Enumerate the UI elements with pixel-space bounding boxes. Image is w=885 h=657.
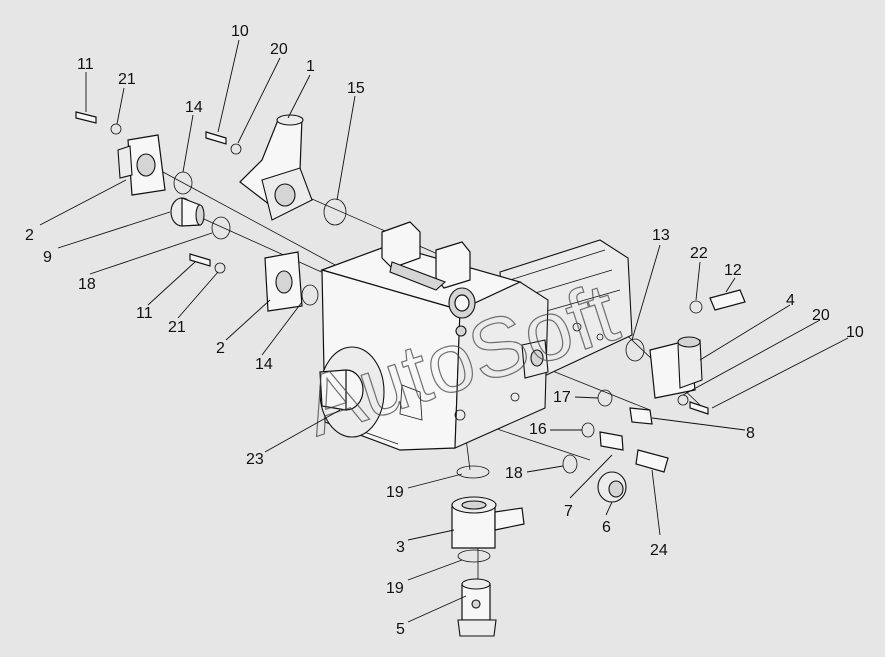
part-3-tee xyxy=(451,496,525,549)
callout-16: 16 xyxy=(529,421,547,438)
callout-2: 2 xyxy=(25,227,34,244)
callout-21: 21 xyxy=(118,71,136,88)
callout-23: 23 xyxy=(246,451,264,468)
callout-7: 7 xyxy=(564,503,573,520)
part-4-elbow xyxy=(649,336,703,399)
part-1-elbow-pipe xyxy=(239,114,313,221)
callout-1: 1 xyxy=(306,58,315,75)
callout-14: 14 xyxy=(185,99,203,116)
callout-6: 6 xyxy=(602,519,611,536)
callout-20: 20 xyxy=(270,41,288,58)
callout-20: 20 xyxy=(812,307,830,324)
part-2-flange-lower xyxy=(264,251,303,312)
part-2-flange-upper xyxy=(117,134,166,196)
callout-12: 12 xyxy=(724,262,742,279)
callout-10: 10 xyxy=(231,23,249,40)
leader-lines xyxy=(39,39,849,623)
callout-5: 5 xyxy=(396,621,405,638)
callout-11: 11 xyxy=(136,305,153,322)
callout-2: 2 xyxy=(216,340,225,357)
callout-19: 19 xyxy=(386,580,404,597)
part-5-bushing xyxy=(457,578,497,637)
callout-9: 9 xyxy=(43,249,52,266)
bolts-and-washers xyxy=(75,111,746,415)
callout-18: 18 xyxy=(505,465,523,482)
callout-3: 3 xyxy=(396,539,405,556)
callout-labels: 11 21 10 20 1 15 14 2 9 18 11 21 2 14 13… xyxy=(25,23,864,638)
part-9-fitting xyxy=(170,197,205,227)
callout-21: 21 xyxy=(168,319,186,336)
callout-13: 13 xyxy=(652,227,670,244)
fittings-right xyxy=(597,407,669,503)
callout-10: 10 xyxy=(846,324,864,341)
callout-14: 14 xyxy=(255,356,273,373)
callout-19: 19 xyxy=(386,484,404,501)
callout-22: 22 xyxy=(690,245,708,262)
callout-24: 24 xyxy=(650,542,668,559)
callout-18: 18 xyxy=(78,276,96,293)
part-23-flange xyxy=(319,346,385,438)
callout-4: 4 xyxy=(786,292,795,309)
callout-17: 17 xyxy=(553,389,571,406)
callout-15: 15 xyxy=(347,80,365,97)
callout-11: 11 xyxy=(77,56,94,73)
callout-8: 8 xyxy=(746,425,755,442)
